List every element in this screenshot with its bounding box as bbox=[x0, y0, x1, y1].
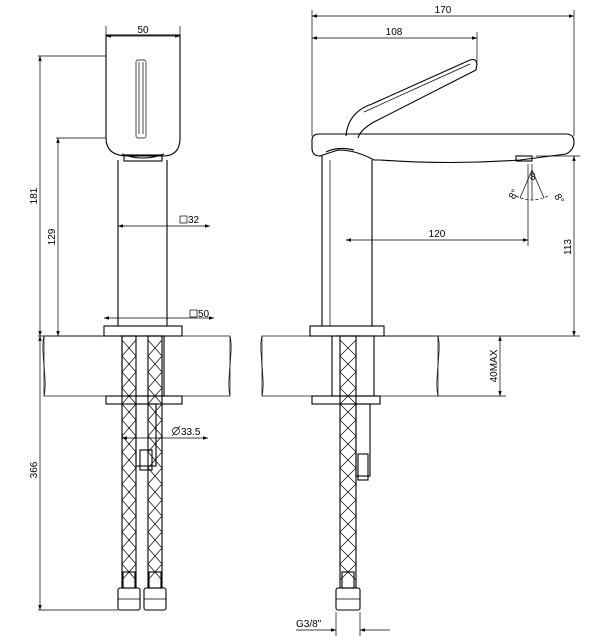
front-body bbox=[117, 160, 168, 326]
side-lever bbox=[345, 58, 478, 139]
side-spout bbox=[311, 133, 575, 164]
dim-body-height: 129 bbox=[47, 228, 58, 245]
side-view: 8° 8° 8 170 108 120 113 bbox=[260, 5, 580, 636]
dim-base-square: 50 bbox=[198, 309, 210, 320]
front-dimensions: 50 181 129 32 50 33.5 bbox=[29, 25, 214, 611]
dim-spout-height: 113 bbox=[563, 239, 574, 255]
side-dimensions: 170 108 120 113 40MAX G3/8" bbox=[296, 5, 580, 636]
angle-label-left: 8° bbox=[507, 188, 521, 202]
dim-lever-width: 108 bbox=[386, 27, 403, 38]
front-hose-fittings bbox=[117, 571, 167, 611]
side-water-angle: 8° 8° 8 bbox=[507, 164, 566, 206]
front-shank bbox=[105, 335, 183, 471]
dim-spout-reach: 120 bbox=[429, 229, 446, 240]
dim-thread: G3/8" bbox=[296, 619, 322, 630]
side-base bbox=[309, 325, 385, 337]
front-braided-hoses bbox=[121, 335, 163, 589]
angle-label-right: 8° bbox=[551, 192, 565, 206]
front-base bbox=[103, 325, 183, 337]
front-countertop-section bbox=[42, 335, 232, 397]
dim-hose-diameter: 33.5 bbox=[181, 427, 201, 438]
front-handle bbox=[105, 34, 181, 157]
dim-max-deck: 40MAX bbox=[489, 349, 500, 382]
front-aerator bbox=[121, 153, 165, 162]
dim-total-width: 170 bbox=[435, 5, 452, 16]
side-body bbox=[321, 156, 373, 326]
angle-label-center: 8 bbox=[530, 172, 536, 183]
side-braided-hose bbox=[335, 335, 361, 611]
dim-width-top: 50 bbox=[137, 25, 149, 36]
dim-total-height: 181 bbox=[29, 187, 40, 204]
front-view: 50 181 129 32 50 33.5 bbox=[29, 25, 232, 611]
dim-stem-square: 32 bbox=[188, 215, 200, 226]
dim-hose-length: 366 bbox=[29, 461, 40, 478]
